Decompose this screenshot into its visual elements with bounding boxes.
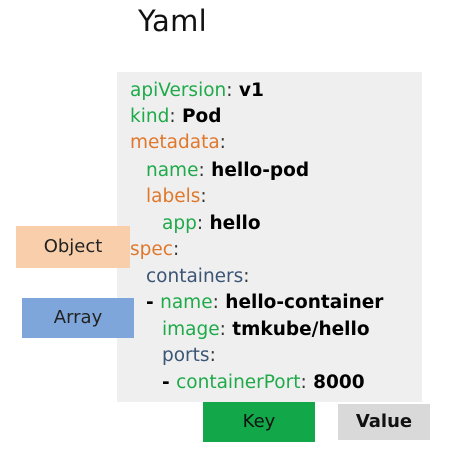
yaml-line-kind: kind: Pod: [130, 104, 222, 130]
yaml-value: hello-pod: [204, 160, 310, 181]
yaml-key: containers: [146, 266, 244, 287]
yaml-key: labels: [146, 186, 201, 207]
legend-object: Object: [16, 226, 130, 268]
yaml-colon: :: [226, 80, 233, 101]
yaml-line-app: app: hello: [162, 211, 261, 237]
yaml-colon: :: [219, 132, 226, 153]
yaml-line-image: image: tmkube/hello: [162, 317, 370, 343]
yaml-line-spec: spec:: [130, 237, 179, 263]
yaml-line-containerport: - containerPort: 8000: [162, 370, 365, 396]
yaml-colon: :: [200, 186, 207, 207]
yaml-list-dash: -: [146, 292, 161, 313]
yaml-line-apiversion: apiVersion: v1: [130, 78, 264, 104]
yaml-value: 8000: [306, 372, 365, 393]
yaml-line-container-name: - name: hello-container: [146, 290, 383, 316]
yaml-key: name: [160, 292, 213, 313]
yaml-key: metadata: [130, 132, 220, 153]
diagram-title: Yaml: [138, 4, 207, 38]
legend-value: Value: [338, 404, 430, 440]
yaml-key: name: [146, 160, 199, 181]
yaml-key: kind: [130, 106, 170, 127]
yaml-key: image: [162, 319, 220, 340]
yaml-key: containerPort: [176, 372, 301, 393]
legend-array: Array: [22, 298, 134, 338]
yaml-line-ports: ports:: [162, 343, 216, 369]
yaml-line-metadata: metadata:: [130, 130, 226, 156]
yaml-key: spec: [130, 239, 173, 260]
yaml-value: hello: [203, 213, 261, 234]
legend-key: Key: [203, 402, 315, 442]
yaml-value: hello-container: [218, 292, 384, 313]
yaml-colon: :: [300, 372, 307, 393]
yaml-line-labels: labels:: [146, 184, 207, 210]
yaml-key: app: [162, 213, 197, 234]
yaml-key: ports: [162, 345, 210, 366]
yaml-value: Pod: [175, 106, 222, 127]
yaml-colon: :: [198, 160, 205, 181]
yaml-list-dash: -: [162, 372, 177, 393]
yaml-colon: :: [209, 345, 216, 366]
yaml-colon: :: [172, 239, 180, 260]
yaml-colon: :: [219, 319, 226, 340]
yaml-code-panel: apiVersion: v1 kind: Pod metadata: name:…: [117, 72, 422, 402]
yaml-colon: :: [243, 266, 250, 287]
yaml-colon: :: [212, 292, 219, 313]
yaml-value: tmkube/hello: [225, 319, 370, 340]
yaml-key: apiVersion: [130, 80, 227, 101]
yaml-value: v1: [232, 80, 264, 101]
yaml-colon: :: [196, 213, 204, 234]
yaml-colon: :: [169, 106, 176, 127]
yaml-line-name: name: hello-pod: [146, 158, 309, 184]
yaml-line-containers: containers:: [146, 264, 250, 290]
